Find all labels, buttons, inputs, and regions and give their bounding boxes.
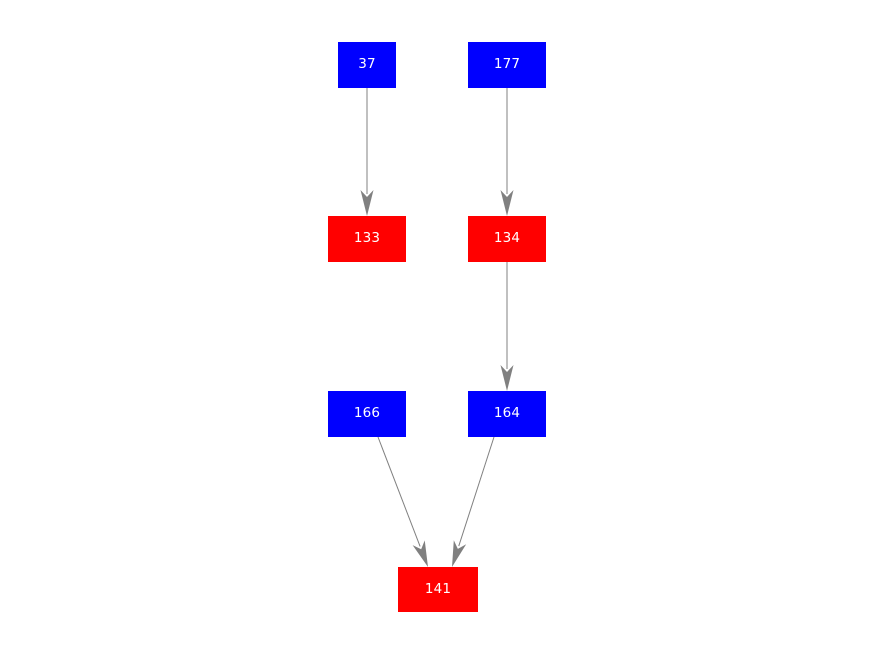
graph-node-133[interactable]: 133 [328,216,406,262]
node-label: 37 [358,56,376,73]
graph-node-177[interactable]: 177 [468,42,546,88]
node-label: 166 [353,405,381,422]
edge-line [377,436,421,547]
graph-node-37[interactable]: 37 [338,42,396,88]
arrowhead-icon [412,540,428,567]
graph-node-164[interactable]: 164 [468,391,546,437]
edge-line [458,436,495,547]
graph-node-134[interactable]: 134 [468,216,546,262]
node-label: 164 [493,405,521,422]
node-label: 133 [353,230,381,247]
node-label: 141 [424,580,452,597]
arrowhead-icon [500,365,514,391]
node-label: 134 [493,230,521,247]
arrowhead-icon [360,190,374,216]
graph-node-166[interactable]: 166 [328,391,406,437]
node-label: 177 [493,56,521,73]
arrowhead-icon [452,540,467,567]
arrowhead-icon [500,190,514,216]
graph-node-141[interactable]: 141 [398,567,478,612]
